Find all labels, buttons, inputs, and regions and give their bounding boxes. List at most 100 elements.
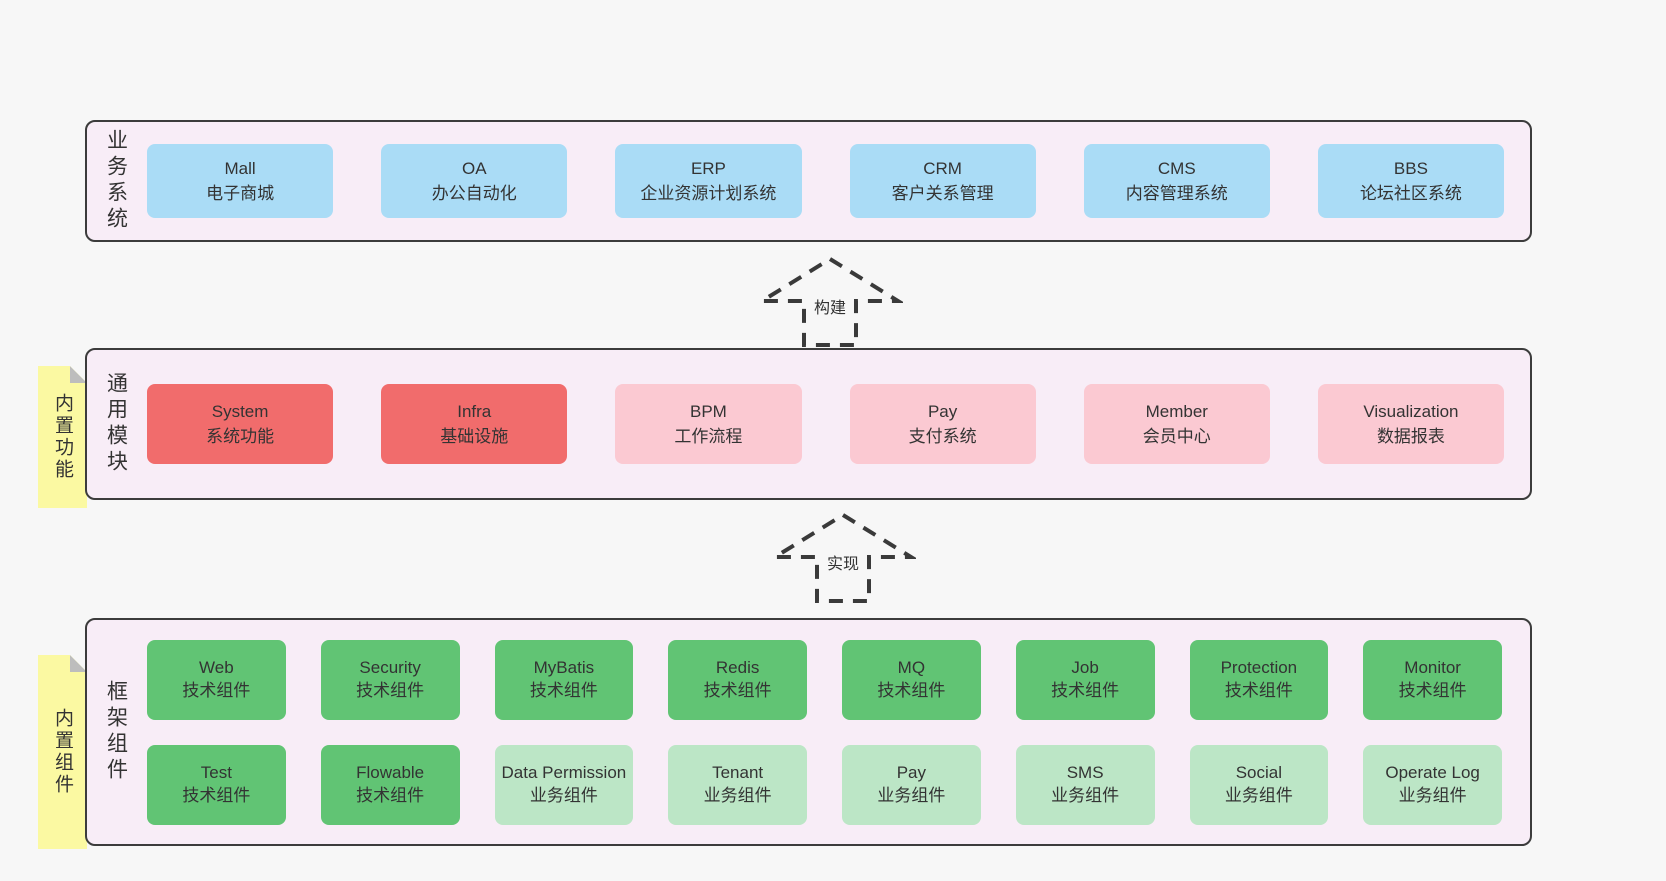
box-subtitle: 业务组件 <box>703 785 772 805</box>
box-infra: Infra 基础设施 <box>381 384 568 464</box>
box-system: System 系统功能 <box>147 384 334 464</box>
panel-label-text: 框架组件 <box>104 680 128 784</box>
box-subtitle: 技术组件 <box>356 680 425 700</box>
box-subtitle: 数据报表 <box>1376 427 1445 446</box>
box-subtitle: 会员中心 <box>1142 427 1211 446</box>
box-subtitle: 技术组件 <box>877 680 946 700</box>
box-protection: Protection 技术组件 <box>1189 639 1329 720</box>
box-title: Pay <box>927 401 958 421</box>
box-mq: MQ 技术组件 <box>842 639 981 720</box>
box-title: Security <box>359 657 421 677</box>
box-subtitle: 业务组件 <box>877 785 946 805</box>
box-operate-log: Operate Log 业务组件 <box>1363 744 1502 825</box>
box-title: ERP <box>690 158 726 178</box>
box-title: CMS <box>1157 158 1196 178</box>
box-subtitle: 业务组件 <box>1051 785 1120 805</box>
box-subtitle: 技术组件 <box>1051 680 1120 700</box>
arrow-build: 构建 <box>757 256 903 348</box>
box-subtitle: 系统功能 <box>206 427 275 446</box>
box-title: BBS <box>1393 158 1428 178</box>
box-cms: CMS 内容管理系统 <box>1083 144 1270 218</box>
panel-label-framework: 框架组件 <box>87 620 145 844</box>
box-pay-component: Pay 业务组件 <box>842 744 981 825</box>
box-title: Pay <box>896 762 927 782</box>
box-subtitle: 电子商城 <box>206 184 275 203</box>
arrow-implement: 实现 <box>770 512 916 604</box>
arrow-build-label: 构建 <box>810 294 850 318</box>
box-title: MyBatis <box>533 657 595 677</box>
box-subtitle: 技术组件 <box>529 680 598 700</box>
box-sms: SMS 业务组件 <box>1015 744 1155 825</box>
block-arrow-up-icon <box>770 512 916 603</box>
box-subtitle: 企业资源计划系统 <box>640 184 777 203</box>
box-subtitle: 技术组件 <box>356 785 425 805</box>
modules-boxes-row: System 系统功能 Infra 基础设施 BPM 工作流程 Pay 支付系统… <box>145 350 1530 498</box>
box-pay-system: Pay 支付系统 <box>849 384 1036 464</box>
panel-common-modules: 通用模块 System 系统功能 Infra 基础设施 BPM 工作流程 Pay… <box>85 348 1532 500</box>
framework-boxes-grid: Web 技术组件 Security 技术组件 MyBatis 技术组件 Redi… <box>145 620 1530 844</box>
box-title: Tenant <box>712 762 764 782</box>
box-subtitle: 技术组件 <box>182 785 251 805</box>
sticky-note-builtin-components: 内置组件 <box>38 655 87 849</box>
box-title: System <box>211 401 269 421</box>
box-visualization: Visualization 数据报表 <box>1317 384 1505 464</box>
box-title: Job <box>1071 657 1099 677</box>
box-subtitle: 业务组件 <box>529 785 598 805</box>
box-title: Protection <box>1220 657 1298 677</box>
box-job: Job 技术组件 <box>1015 639 1155 720</box>
box-web: Web 技术组件 <box>147 639 286 720</box>
panel-label-text: 通用模块 <box>104 372 128 476</box>
box-title: Visualization <box>1363 401 1459 421</box>
box-subtitle: 客户关系管理 <box>891 184 994 203</box>
box-title: Operate Log <box>1385 762 1480 782</box>
panel-business-systems: 业务系统 Mall 电子商城 OA 办公自动化 ERP 企业资源计划系统 CRM… <box>85 120 1532 242</box>
box-title: CRM <box>923 158 962 178</box>
box-title: Monitor <box>1404 657 1461 677</box>
box-subtitle: 内容管理系统 <box>1125 184 1228 203</box>
box-bpm: BPM 工作流程 <box>615 384 802 464</box>
box-flowable: Flowable 技术组件 <box>320 744 460 825</box>
box-tenant: Tenant 业务组件 <box>668 744 807 825</box>
box-erp: ERP 企业资源计划系统 <box>615 144 802 218</box>
box-redis: Redis 技术组件 <box>668 639 807 720</box>
box-crm: CRM 客户关系管理 <box>849 144 1036 218</box>
box-subtitle: 基础设施 <box>440 427 509 446</box>
box-subtitle: 技术组件 <box>703 680 772 700</box>
box-title: Test <box>200 762 232 782</box>
panel-label-text: 业务系统 <box>104 129 128 233</box>
box-title: Social <box>1235 762 1283 782</box>
box-title: Data Permission <box>501 762 627 782</box>
box-social: Social 业务组件 <box>1189 744 1329 825</box>
panel-framework-components: 框架组件 Web 技术组件 Security 技术组件 MyBatis 技术组件… <box>85 618 1532 846</box>
box-title: Flowable <box>356 762 425 782</box>
box-subtitle: 论坛社区系统 <box>1359 184 1462 203</box>
business-boxes-row: Mall 电子商城 OA 办公自动化 ERP 企业资源计划系统 CRM 客户关系… <box>145 122 1530 240</box>
block-arrow-up-icon <box>757 256 903 347</box>
arrow-implement-label: 实现 <box>823 550 863 574</box>
box-title: Mall <box>224 158 256 178</box>
box-title: MQ <box>897 657 926 677</box>
box-subtitle: 技术组件 <box>182 680 251 700</box>
box-oa: OA 办公自动化 <box>381 144 568 218</box>
box-subtitle: 工作流程 <box>674 427 743 446</box>
box-title: Member <box>1145 401 1208 421</box>
box-monitor: Monitor 技术组件 <box>1363 639 1502 720</box>
box-subtitle: 技术组件 <box>1398 680 1467 700</box>
box-subtitle: 办公自动化 <box>431 184 517 203</box>
panel-label-modules: 通用模块 <box>87 350 145 498</box>
box-subtitle: 业务组件 <box>1224 785 1293 805</box>
box-subtitle: 支付系统 <box>908 427 977 446</box>
box-member: Member 会员中心 <box>1083 384 1270 464</box>
box-mall: Mall 电子商城 <box>147 144 334 218</box>
sticky-note-text: 内置组件 <box>52 708 73 796</box>
box-security: Security 技术组件 <box>320 639 460 720</box>
sticky-note-builtin-functions: 内置功能 <box>38 366 87 508</box>
box-subtitle: 技术组件 <box>1224 680 1293 700</box>
box-title: OA <box>461 158 487 178</box>
box-title: SMS <box>1066 762 1104 782</box>
box-subtitle: 业务组件 <box>1398 785 1467 805</box>
panel-label-business: 业务系统 <box>87 122 145 240</box>
box-title: Infra <box>457 401 492 421</box>
sticky-note-text: 内置功能 <box>52 393 73 481</box>
box-data-permission: Data Permission 业务组件 <box>494 744 634 825</box>
